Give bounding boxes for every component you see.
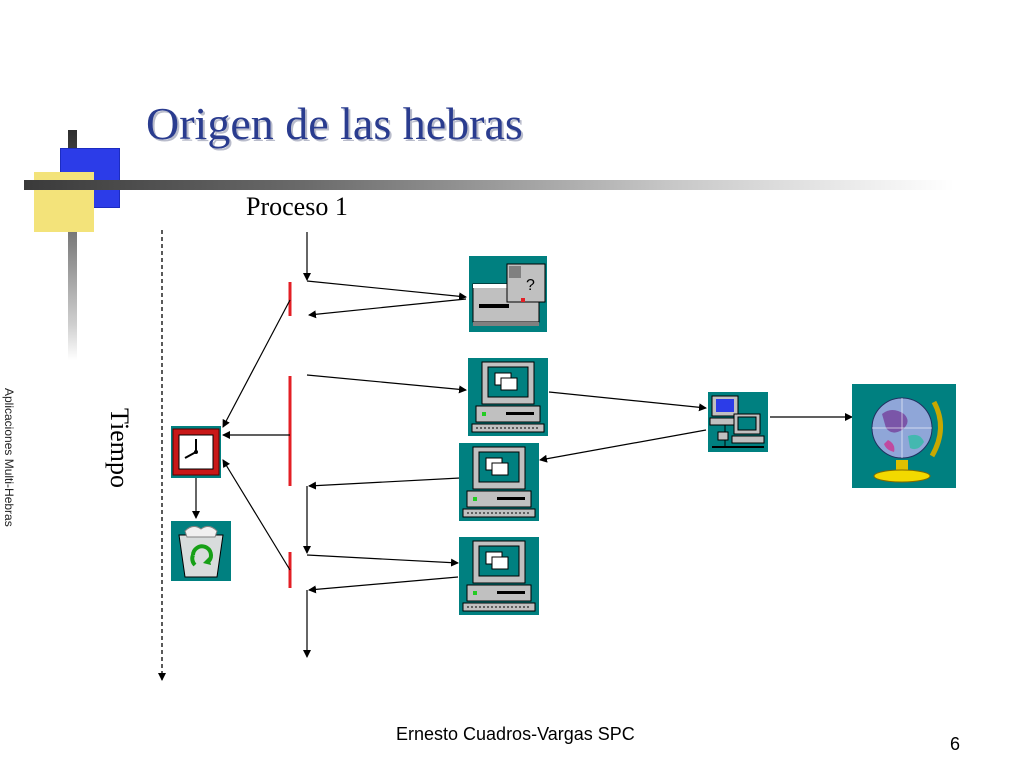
computer-icon-3 [459,537,539,615]
arrow-network-to-computer2 [539,429,707,463]
slide-title: Origen de las hebras [146,98,523,149]
svg-text:?: ? [526,277,535,294]
page-number: 6 [950,734,961,754]
computer-icon-1 [468,358,548,436]
arrow-computer2-to-process [308,477,461,490]
arrow-bar3-to-clock [222,459,291,571]
title-underline [24,180,954,190]
arrow-bar1-to-clock [222,299,291,428]
arrow-to-computer-3 [306,554,459,567]
decorative-vertical-bar [68,130,77,360]
footer-author: Ernesto Cuadros-Vargas SPC [396,724,635,744]
recycle-bin-icon [171,521,231,581]
arrow-from-computer-3 [308,576,459,594]
side-label-text: Aplicaciones Multi-Hebras [2,388,16,527]
arrow-computer1-to-network [548,391,707,412]
arrow-from-printer [308,298,467,319]
process-label: Proceso 1 [246,192,348,221]
time-axis-label-text: Tiempo [105,408,134,488]
side-label: Aplicaciones Multi-Hebras [2,388,22,548]
clock-icon [171,426,221,478]
time-axis-label: Tiempo [104,408,144,518]
printer-icon: ? [469,256,547,332]
network-icon [708,392,768,452]
globe-icon [852,384,956,488]
arrow-to-computer-1 [306,374,467,394]
arrow-to-printer [306,280,467,301]
computer-icon-2 [459,443,539,521]
